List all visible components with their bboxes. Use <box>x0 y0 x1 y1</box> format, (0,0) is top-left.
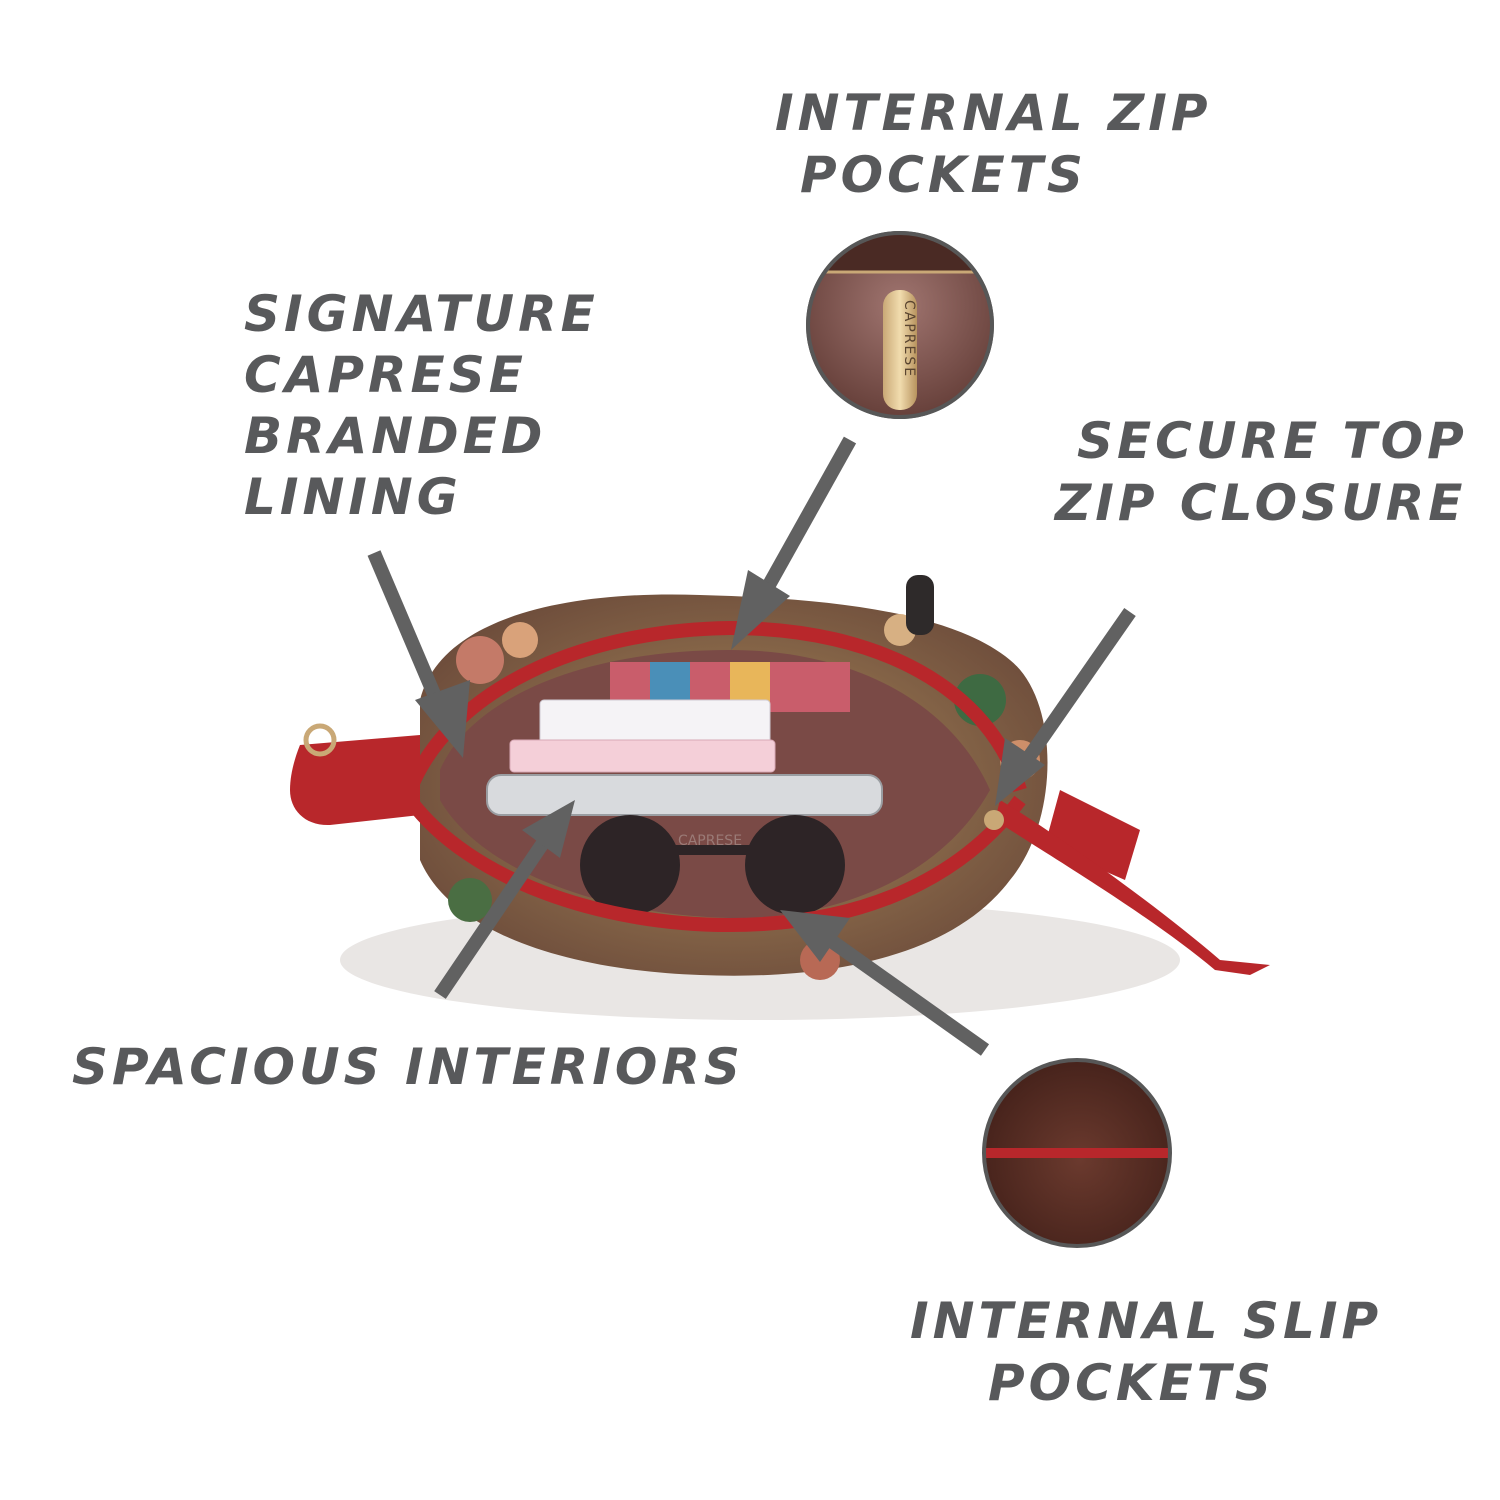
zip-tassel <box>995 800 1270 975</box>
arrow-secure-zip-head <box>995 738 1045 806</box>
sunglasses <box>580 815 680 915</box>
arrow-signature-head <box>415 680 470 758</box>
arrow-spacious <box>434 836 551 999</box>
notebook <box>509 739 776 773</box>
label-signature-line2: CAPRESE <box>244 346 527 404</box>
arrow-secure-zip <box>1014 608 1136 774</box>
strap-right <box>1045 790 1140 880</box>
zip-ring <box>984 810 1004 830</box>
label-signature-line1: SIGNATURE <box>244 285 599 343</box>
label-internal-slip-line1: INTERNAL SLIP <box>910 1292 1383 1350</box>
internal-zip-detail-circle: CAPRESE <box>806 231 994 419</box>
arrow-signature <box>367 550 452 723</box>
sunglasses <box>640 845 790 855</box>
floral-pattern <box>502 622 538 658</box>
notebook <box>539 699 771 746</box>
label-secure-top-zip: SECURE TOP ZIP CLOSURE <box>1055 410 1468 534</box>
sunglasses <box>745 815 845 915</box>
zip-puller <box>906 575 934 635</box>
zip-trim-top <box>403 620 1027 793</box>
label-internal-slip-line2: POCKETS <box>988 1354 1275 1412</box>
zip-puller-tag <box>883 290 917 410</box>
floral-pattern <box>456 636 504 684</box>
label-internal-slip-pockets: INTERNAL SLIP POCKETS <box>910 1290 1382 1414</box>
puller-brand-text: CAPRESE <box>901 300 917 378</box>
label-secure-line2: ZIP CLOSURE <box>1055 474 1467 532</box>
strap-left <box>290 735 420 826</box>
internal-slip-detail-circle <box>982 1058 1172 1248</box>
label-internal-zip-line1: INTERNAL ZIP <box>775 84 1212 142</box>
strap-ring <box>303 723 337 757</box>
lining-brand-text: CAPRESE <box>678 833 742 849</box>
arrow-spacious-head <box>522 800 575 858</box>
phone <box>486 774 883 816</box>
label-spacious-interiors: SPACIOUS INTERIORS <box>72 1036 744 1098</box>
label-internal-zip-line2: POCKETS <box>800 146 1087 204</box>
handbag: CAPRESE <box>290 575 1270 980</box>
arrow-slip-head <box>780 910 850 962</box>
zip-trim-bottom <box>404 795 1026 933</box>
floral-pattern <box>448 878 492 922</box>
label-signature-line4: LINING <box>244 468 462 526</box>
label-spacious-line1: SPACIOUS INTERIORS <box>72 1038 744 1096</box>
label-signature-lining: SIGNATURE CAPRESE BRANDED LINING <box>244 284 599 528</box>
callout-arrows <box>367 436 1136 1056</box>
arrow-internal-zip-head <box>731 570 790 650</box>
arrow-slip <box>825 934 990 1056</box>
arrow-internal-zip <box>748 436 857 614</box>
label-secure-line1: SECURE TOP <box>1077 412 1468 470</box>
label-internal-zip-pockets: INTERNAL ZIP POCKETS <box>775 82 1212 206</box>
label-signature-line3: BRANDED <box>244 407 547 465</box>
